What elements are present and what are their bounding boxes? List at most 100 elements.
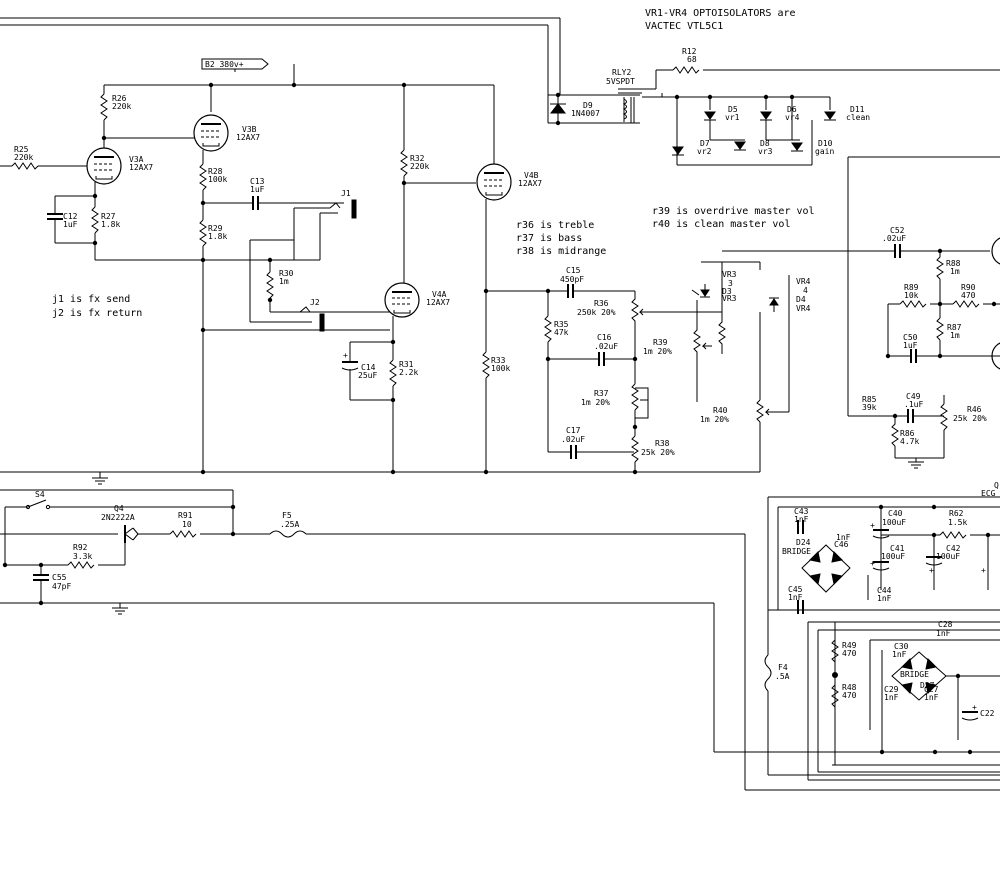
r30-ref: R30	[279, 269, 294, 278]
power-supply-lower: R49 470 R48 470 C30 1nF C28 1nF BRIDGE D…	[807, 620, 1000, 781]
r87-ref: R87	[947, 323, 962, 332]
c16-value: .02uF	[594, 342, 618, 351]
r27-value: 1.8k	[101, 220, 120, 229]
d27-type: BRIDGE	[900, 670, 929, 679]
r91-value: 10	[182, 520, 192, 529]
v4a-stage: R32 220k V4A 12AX7 R31 2.2k + C14 25uF	[341, 149, 476, 472]
c13-ref: C13	[250, 177, 265, 186]
r89-ref: R89	[904, 283, 919, 292]
d7-ref: D7	[700, 139, 710, 148]
c43-value: 1nF	[794, 515, 809, 524]
r12-ref: R12	[682, 47, 697, 56]
r29-ref: R29	[208, 224, 223, 233]
r85-value: 39k	[862, 403, 877, 412]
r30-value: 1m	[279, 277, 289, 286]
c29-value: 1nF	[884, 693, 899, 702]
c55-value: 47pF	[52, 582, 71, 591]
c50-value: 1uF	[903, 341, 918, 350]
r90-value: 470	[961, 291, 976, 300]
d24-type: BRIDGE	[782, 547, 811, 556]
d8-ref: D8	[760, 139, 770, 148]
d24-ref: D24	[796, 538, 811, 547]
svg-text:+: +	[929, 566, 934, 575]
d7-tag: vr2	[697, 147, 712, 156]
q4-type: 2N2222A	[101, 513, 135, 522]
r12-value: 68	[687, 55, 697, 64]
c44-value: 1nF	[877, 594, 892, 603]
j2-ref: J2	[310, 298, 320, 307]
note-opto-line1: VR1-VR4 OPTOISOLATORS are	[645, 8, 796, 19]
vr4-ref: VR4	[796, 277, 811, 286]
c12-ref: C12	[63, 212, 78, 221]
c16-ref: C16	[597, 333, 612, 342]
f4-value: .5A	[775, 672, 790, 681]
r32-value: 220k	[410, 162, 429, 171]
vr4-num: 4	[803, 286, 808, 295]
c55-ref: C55	[52, 573, 67, 582]
c13-value: 1uF	[250, 185, 265, 194]
c40-value: 100uF	[882, 518, 906, 527]
note-fx-return: j2 is fx return	[52, 308, 142, 319]
r86-value: 4.7k	[900, 437, 919, 446]
vr3-num: 3	[728, 279, 733, 288]
r36-value: 250k 20%	[577, 308, 616, 317]
r86-ref: R86	[900, 429, 915, 438]
v4a-tube	[384, 282, 420, 318]
d11-tag: clean	[846, 113, 870, 122]
bplus-rail	[103, 64, 495, 170]
b2-supply-text: B2 380v+	[205, 60, 244, 69]
edge-q-label: Q	[994, 481, 999, 490]
r92-ref: R92	[73, 543, 88, 552]
c42-ref: C42	[946, 544, 961, 553]
d10-ref: D10	[818, 139, 833, 148]
f5-value: .25A	[280, 520, 299, 529]
r37-value: 1m 20%	[581, 398, 610, 407]
c15-value: 450pF	[560, 275, 584, 284]
note-overdrive-master: r39 is overdrive master vol	[652, 206, 815, 217]
c49-ref: C49	[906, 392, 921, 401]
bias-rail	[95, 212, 338, 263]
v3b-stage: V3B 12AX7 R28 100k R29 1.8k C13 1uF	[193, 114, 338, 472]
c44-ref: C44	[877, 586, 892, 595]
d10-tag: gain	[815, 147, 834, 156]
v3b-ref: V3B	[242, 125, 257, 134]
r31-value: 2.2k	[399, 368, 418, 377]
r35-ref: R35	[554, 320, 569, 329]
r89-value: 10k	[904, 291, 919, 300]
c28-ref: C28	[938, 620, 953, 629]
r88-value: 1m	[950, 267, 960, 276]
c50-ref: C50	[903, 333, 918, 342]
c29-ref: C29	[884, 685, 899, 694]
r38-value: 25k 20%	[641, 448, 675, 457]
r36-ref: R36	[594, 299, 609, 308]
v4b-ref: V4B	[524, 171, 539, 180]
r62-value: 1.5k	[948, 518, 967, 527]
d5-ref: D5	[728, 105, 738, 114]
d11-ref: D11	[850, 105, 865, 114]
c42-value: 100uF	[936, 552, 960, 561]
rly2-ref: RLY2	[612, 68, 631, 77]
c28-value: 1nF	[936, 629, 951, 638]
c30-value: 1nF	[892, 650, 907, 659]
note-treble: r36 is treble	[516, 220, 594, 231]
note-fx-send: j1 is fx send	[52, 294, 130, 305]
q4-ref: Q4	[114, 504, 124, 513]
r48-ref: R48	[842, 683, 857, 692]
note-midrange: r38 is midrange	[516, 246, 606, 257]
v4b-type: 12AX7	[518, 179, 542, 188]
r88-ref: R88	[946, 259, 961, 268]
d27-ref: D27	[920, 681, 935, 690]
d4-tag: VR4	[796, 304, 811, 313]
s4-ref: S4	[35, 490, 45, 499]
c40-ref: C40	[888, 509, 903, 518]
r40-ref: R40	[713, 406, 728, 415]
r28-value: 100k	[208, 175, 227, 184]
c12-value: 1uF	[63, 220, 78, 229]
svg-text:+: +	[870, 521, 875, 530]
power-supply-upper: C43 1nF D24 BRIDGE C46 1nF C45 1nF C44 1…	[767, 481, 1000, 614]
r33-value: 100k	[491, 364, 510, 373]
svg-text:+: +	[972, 703, 977, 712]
d3-ref: D3	[722, 287, 732, 296]
r26-value: 220k	[112, 102, 131, 111]
v3a-stage: R25 220k R26 220k V3A 12AX7 R27 1.8k C12…	[0, 93, 196, 260]
